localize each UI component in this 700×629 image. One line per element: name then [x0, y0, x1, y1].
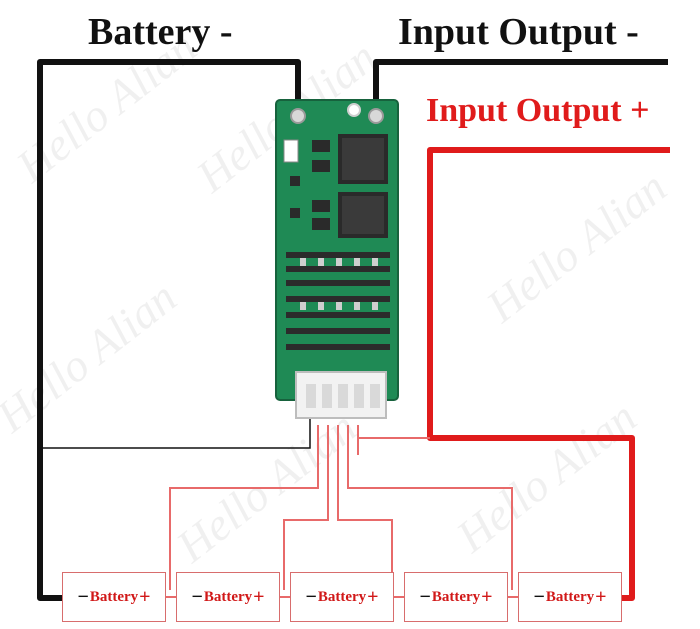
battery-cell-label: Battery: [317, 588, 367, 605]
battery-negative-wire: [37, 59, 301, 601]
battery-cell-label: Battery: [431, 588, 481, 605]
input-output-positive-wire: [427, 147, 670, 601]
negative-terminal: −: [77, 585, 89, 608]
battery-cell: −Battery+: [290, 572, 394, 622]
positive-terminal: +: [253, 585, 265, 608]
battery-negative-label: Battery -: [88, 11, 233, 53]
negative-terminal: −: [191, 585, 203, 608]
bms-pcb: [275, 99, 399, 419]
positive-terminal: +: [481, 585, 493, 608]
negative-terminal: −: [419, 585, 431, 608]
mount-hole: [290, 108, 306, 124]
negative-terminal: −: [533, 585, 545, 608]
sense-wire: [40, 418, 311, 449]
positive-terminal: +: [139, 585, 151, 608]
input-output-negative-wire: [373, 59, 668, 112]
positive-terminal: +: [595, 585, 607, 608]
negative-terminal: −: [305, 585, 317, 608]
battery-cell: −Battery+: [176, 572, 280, 622]
battery-cell-label: Battery: [89, 588, 139, 605]
battery-cell: −Battery+: [62, 572, 166, 622]
positive-terminal: +: [367, 585, 379, 608]
input-output-negative-label: Input Output -: [398, 11, 639, 53]
battery-cell-label: Battery: [545, 588, 595, 605]
mount-hole: [347, 103, 361, 117]
balance-wires: [169, 425, 513, 590]
mount-hole: [368, 108, 384, 124]
battery-cell-label: Battery: [203, 588, 253, 605]
battery-cell: −Battery+: [404, 572, 508, 622]
input-output-positive-label: Input Output +: [426, 92, 650, 129]
battery-cell: −Battery+: [518, 572, 622, 622]
